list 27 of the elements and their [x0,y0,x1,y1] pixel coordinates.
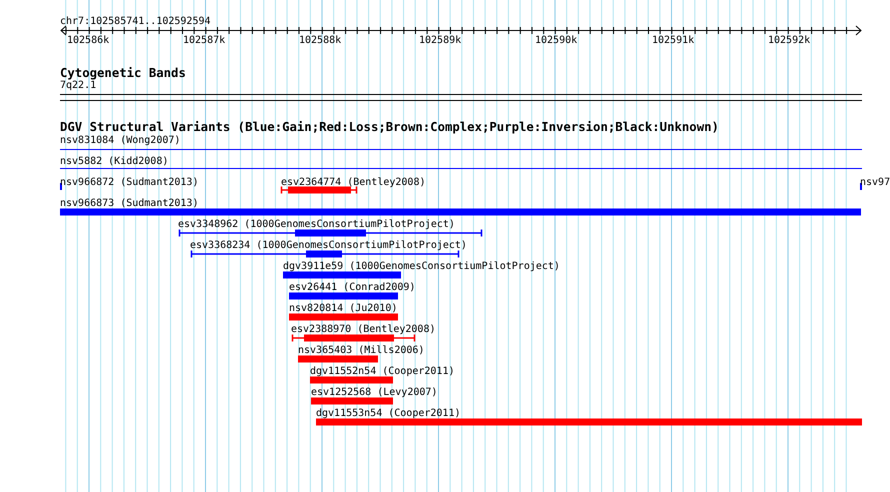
variant-label: nsv831084 (Wong2007) [60,135,180,146]
tick-label: 102587k [183,35,226,46]
variant-label: esv3368234 (1000GenomesConsortiumPilotProject) [190,240,467,251]
track-heading: DGV Structural Variants (Blue:Gain;Red:Loss;Brown:Complex;Purple:Inversion;Black:Unknown) [60,121,719,134]
band-label: 7q22.1 [60,80,96,91]
variant-label: dgv3911e59 (1000GenomesConsortiumPilotProject) [283,261,560,272]
variant-label: nsv365403 (Mills2006) [298,345,424,356]
variant-label: esv2388970 (Bentley2008) [291,324,436,335]
track-heading: Cytogenetic Bands [60,67,186,80]
variant-label: esv2364774 (Bentley2008) [281,177,426,188]
variant-label: dgv11553n54 (Cooper2011) [316,408,460,419]
variant-label: nsv966873 (Sudmant2013) [60,198,198,209]
tick-label: 102586k [67,35,110,46]
variant-label: esv26441 (Conrad2009) [289,282,416,293]
tick-label: 102590k [535,35,578,46]
variant-label: esv1252568 (Levy2007) [311,387,438,398]
variant-label: nsv966872 (Sudmant2013) [60,177,198,188]
variant-label: esv3348962 (1000GenomesConsortiumPilotProject) [178,219,455,230]
variant-label: dgv11552n54 (Cooper2011) [310,366,454,377]
tick-label: 102592k [768,35,810,46]
tick-label: 102589k [419,35,462,46]
variant-label: nsv820814 (Ju2010) [289,303,398,314]
position-label: chr7:102585741..102592594 [60,16,211,27]
tick-label: 102588k [299,35,342,46]
tick-label: 102591k [652,35,694,46]
variant-label: nsv5882 (Kidd2008) [60,156,168,167]
variant-label: nsv97 [860,177,890,188]
